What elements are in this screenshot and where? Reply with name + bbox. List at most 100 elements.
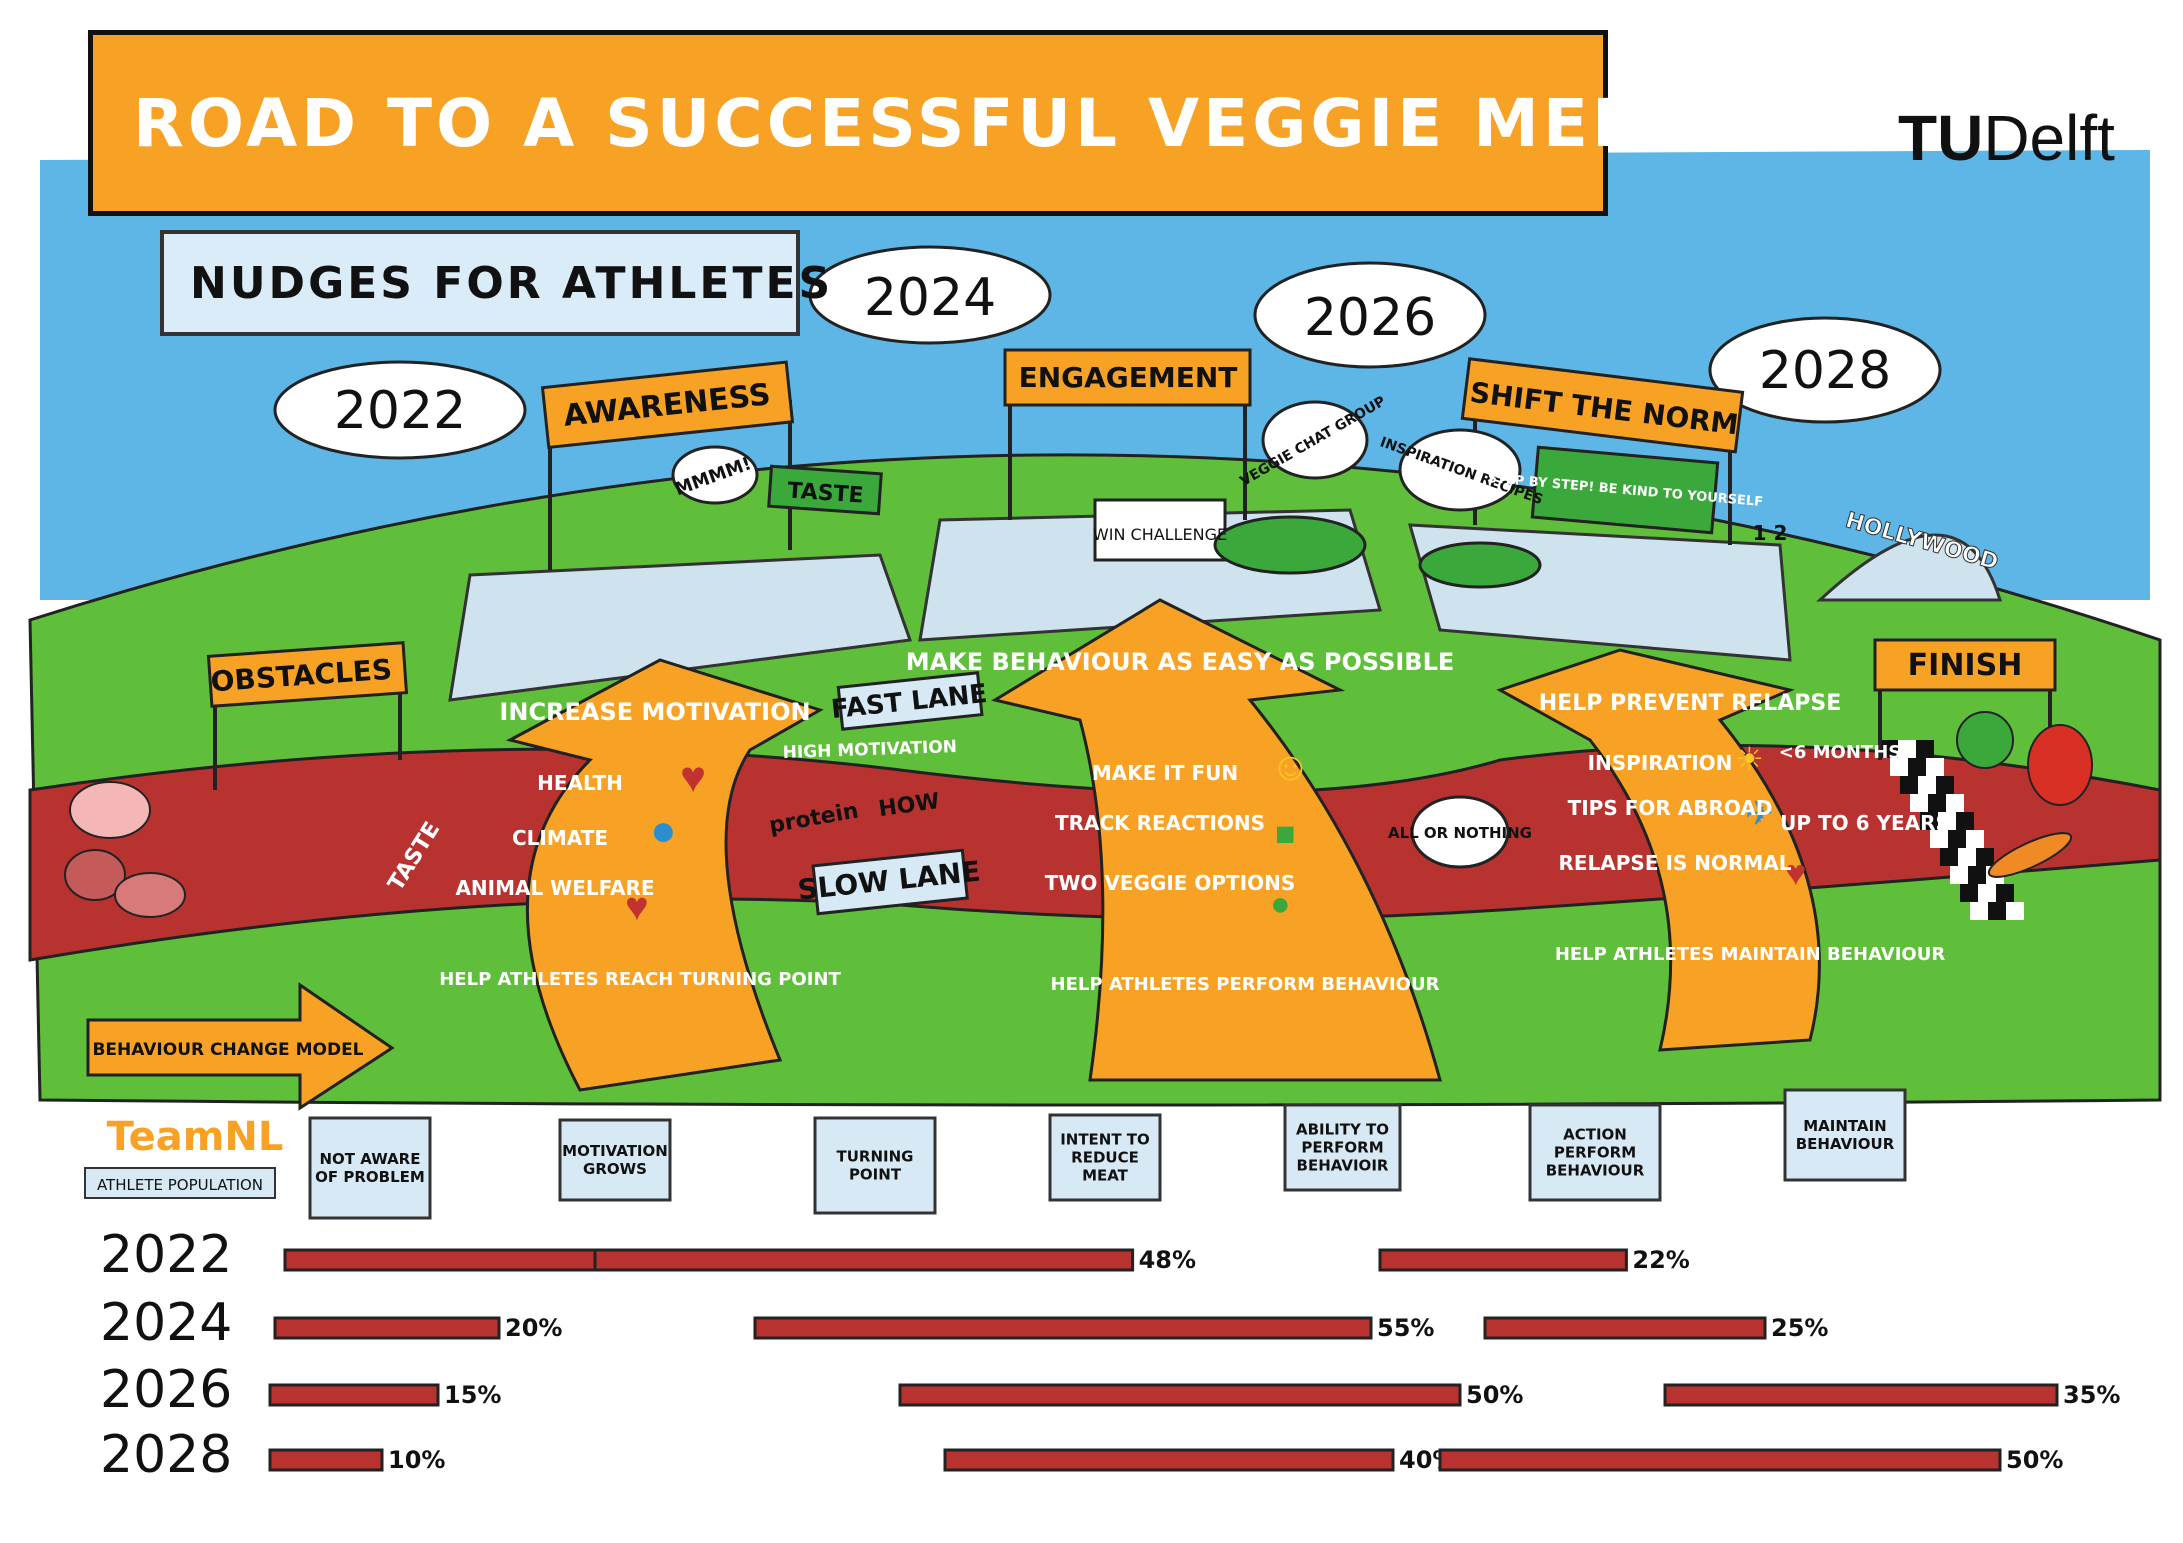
athlete-population-box: [84, 1167, 276, 1199]
chart-bar: [593, 1248, 1135, 1272]
finish-sign: [1873, 638, 2057, 770]
arrow-prevent-relapse: [1496, 648, 1821, 1052]
green-table-engagement: [1213, 515, 1367, 575]
cat-icon: ♥: [625, 885, 649, 929]
behaviour-change-model-arrow: [86, 982, 395, 1111]
cloud-2024: [808, 245, 1052, 345]
chart-bar-label: 35%: [2063, 1381, 2120, 1409]
finish-line: [1880, 740, 2024, 920]
cloud-2028: [1708, 316, 1942, 424]
chart-row-year: 2026: [100, 1360, 232, 1420]
cloud-label-2024: 2024: [864, 268, 996, 328]
athlete-population-label: ATHLETE POPULATION: [97, 1176, 263, 1194]
arrow-relapse-item-2: RELAPSE IS NORMAL: [1558, 851, 1791, 875]
chart-row-year: 2024: [100, 1293, 232, 1353]
arrow-easy-item-0: MAKE IT FUN: [1092, 761, 1238, 785]
taste-sign: [767, 464, 883, 516]
fun-icon: ☺: [1270, 745, 1311, 789]
plane-icon: ✈: [1745, 795, 1774, 833]
slow-lane-banner: [811, 848, 969, 916]
platform-awareness: [448, 553, 913, 702]
chart-bar-label: 22%: [1632, 1246, 1689, 1274]
cloud-label-2022: 2022: [334, 381, 466, 441]
hollywood-hill: [1816, 533, 2003, 602]
arrow-easy-item-1: TRACK REACTIONS: [1055, 811, 1265, 835]
shift-norm-sign: [1460, 357, 1745, 545]
chat-bubble: [1261, 400, 1369, 480]
finish-label: FINISH: [1908, 648, 2023, 683]
page-subtitle: NUDGES FOR ATHLETES: [190, 257, 834, 309]
all-or-nothing-label: ALL OR NOTHING: [1388, 824, 1532, 842]
teamnl-label: TeamNL: [107, 1114, 284, 1160]
chart-bar: [1438, 1448, 2002, 1472]
chart-bar-label: 50%: [1466, 1381, 1523, 1409]
population-chart: 20223048%22%202420%55%25%202615%50%35%20…: [100, 1225, 2120, 1485]
arrow-motivation-item-2: ANIMAL WELFARE: [455, 876, 654, 900]
model-stage-box: [558, 1118, 672, 1202]
chart-bar: [898, 1383, 1462, 1407]
arrow-motivation-title: INCREASE MOTIVATION: [499, 698, 810, 726]
arrow-increase-motivation: [505, 658, 824, 1092]
arrow-relapse-item-1: TIPS FOR ABROAD: [1568, 796, 1773, 820]
chart-bar-label: 15%: [444, 1381, 501, 1409]
arrow-easy-footer: HELP ATHLETES PERFORM BEHAVIOUR: [1051, 974, 1440, 995]
model-stage-box: [1283, 1103, 1402, 1192]
cloud-2022: [273, 360, 527, 460]
heart-relapse-icon: ♥: [1785, 852, 1806, 893]
engagement-sign: [1003, 348, 1252, 520]
arrow-relapse-title: HELP PREVENT RELAPSE: [1539, 691, 1841, 716]
win-challenge-label: WIN CHALLENGE: [1093, 525, 1227, 544]
chart-bar: [268, 1448, 384, 1472]
chart-bar: [1663, 1383, 2059, 1407]
arrow-make-easy: [991, 598, 1442, 1082]
logo-delft: Delft: [1983, 102, 2115, 174]
chart-bar-label: 50%: [2006, 1446, 2063, 1474]
lightbulb-icon: ☀: [1735, 741, 1764, 777]
cloud-2026: [1253, 261, 1487, 369]
chart-row-year: 2028: [100, 1425, 232, 1485]
chart-bar: [268, 1383, 440, 1407]
chart-bar: [753, 1316, 1373, 1340]
taste-sign-label: TASTE: [787, 478, 865, 508]
win-challenge-podium: [1093, 498, 1227, 562]
arrow-easy-item-2: TWO VEGGIE OPTIONS: [1045, 871, 1296, 895]
obstacles-sign: [206, 641, 409, 790]
chart-bar-label: 20%: [505, 1314, 562, 1342]
chart-bar: [283, 1248, 623, 1272]
chart-bar: [1483, 1316, 1767, 1340]
chart-bar-label: 55%: [1377, 1314, 1434, 1342]
cloud-label-2028: 2028: [1759, 341, 1891, 401]
arrow-motivation-footer: HELP ATHLETES REACH TURNING POINT: [439, 969, 841, 990]
subtitle-box: NUDGES FOR ATHLETES: [160, 230, 830, 336]
arrow-easy-title: MAKE BEHAVIOUR AS EASY AS POSSIBLE: [906, 648, 1455, 676]
tudelft-logo: TUDelft: [1898, 100, 2138, 176]
model-stage-box: [813, 1116, 937, 1215]
behaviour-change-model-label: BEHAVIOUR CHANGE MODEL: [92, 1040, 363, 1060]
chart-bar: [273, 1316, 501, 1340]
all-or-nothing-bubble: [1410, 795, 1510, 869]
cloud-label-2026: 2026: [1304, 288, 1436, 348]
vegetables: [1956, 711, 2093, 878]
model-stage-box: [1528, 1103, 1662, 1202]
chart-bar-label: 10%: [388, 1446, 445, 1474]
numbers-label: 1 2: [1753, 521, 1788, 545]
recipes-bubble: [1398, 428, 1522, 512]
model-stage-box: [1783, 1088, 1907, 1182]
less-six-months-label: <6 MONTHS: [1779, 742, 1901, 763]
arrow-motivation-item-0: HEALTH: [537, 771, 623, 795]
page-title: ROAD TO A SUCCESSFUL VEGGIE MENU: [133, 84, 1709, 162]
chart-bar-label: 25%: [1771, 1314, 1828, 1342]
arrow-motivation-item-1: CLIMATE: [512, 826, 608, 850]
fast-lane-banner: [836, 671, 984, 731]
bowls-icon: ●: [1270, 885, 1291, 923]
chart-bar: [943, 1448, 1395, 1472]
model-stage-box: [308, 1116, 432, 1220]
meat: [64, 781, 186, 918]
mmmm-bubble: [671, 445, 759, 505]
